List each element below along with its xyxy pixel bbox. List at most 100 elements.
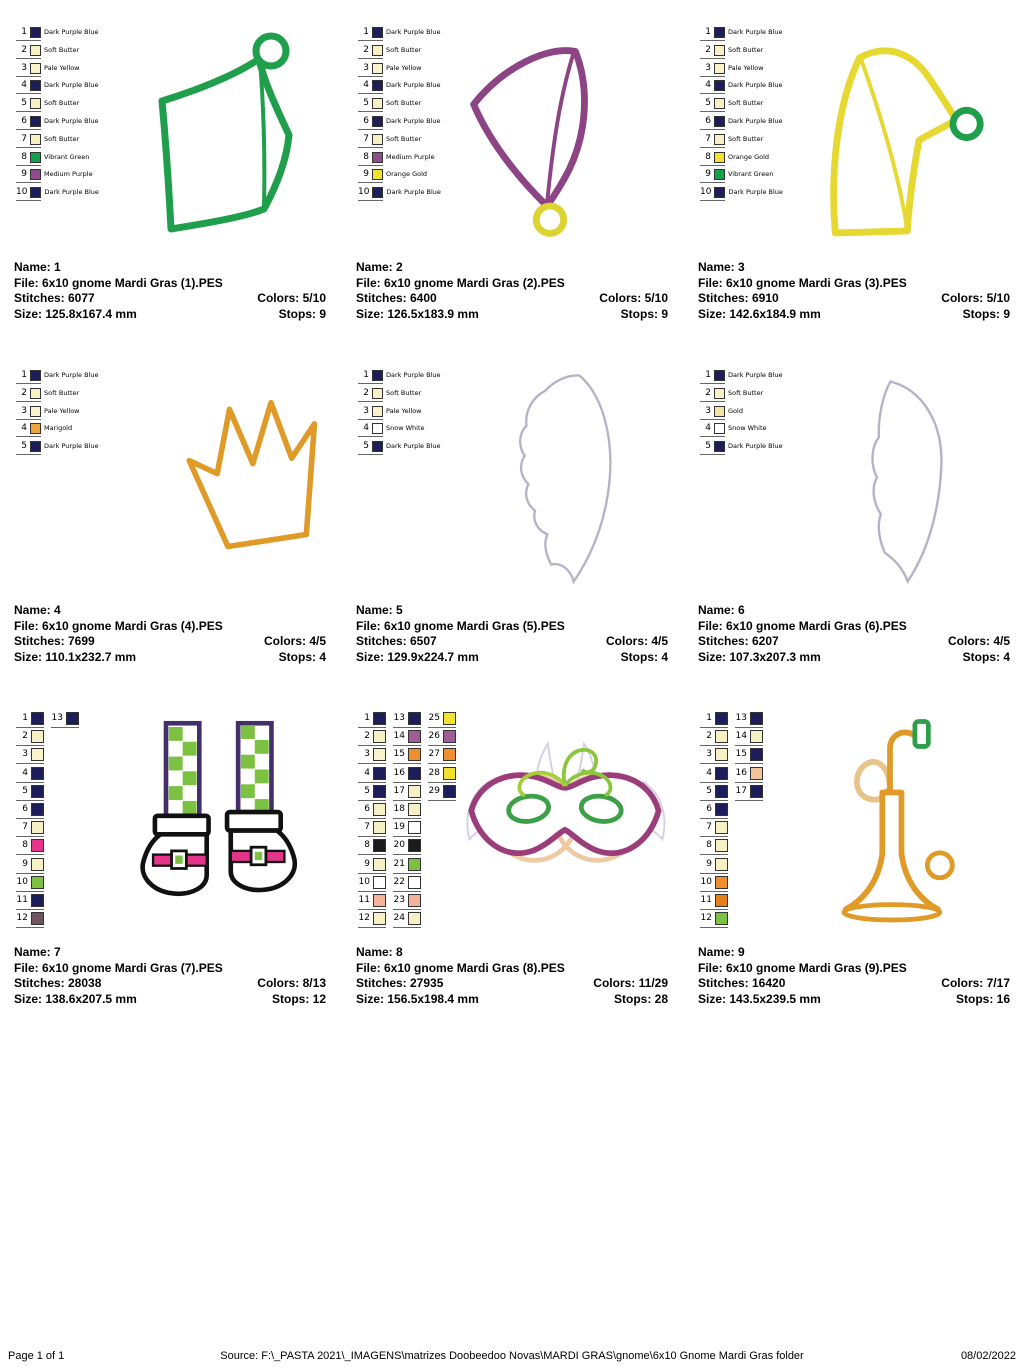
thread-number: 10 bbox=[358, 875, 386, 892]
design-stitches: Stitches: 6507 bbox=[356, 634, 437, 648]
thread-number: 14 bbox=[393, 730, 421, 747]
thread-color-name: Dark Purple Blue bbox=[386, 28, 441, 36]
design-colors: Colors: 4/5 bbox=[263, 634, 326, 648]
design-size: Size: 156.5x198.4 mm bbox=[356, 991, 479, 1006]
design-size: Size: 126.5x183.9 mm bbox=[356, 306, 479, 321]
thread-color-swatch bbox=[714, 187, 726, 199]
crown-icon bbox=[186, 399, 318, 550]
thread-color-name: Dark Purple Blue bbox=[728, 81, 783, 90]
thread-color-name: Soft Butter bbox=[728, 45, 764, 54]
thread-number: 5 bbox=[16, 784, 44, 801]
palette-entry: 9 bbox=[358, 857, 386, 876]
palette-entry: 17 bbox=[735, 784, 763, 803]
thread-color-name: Dark Purple Blue bbox=[44, 442, 99, 451]
design-meta: Name: 1 File: 6x10 gnome Mardi Gras (1).… bbox=[14, 260, 326, 322]
thread-number: 4 bbox=[358, 80, 383, 95]
thread-number: 5 bbox=[700, 784, 728, 801]
thread-color-swatch bbox=[714, 44, 725, 56]
thread-color-swatch bbox=[715, 748, 728, 762]
gnome-hat-yellow-icon bbox=[830, 47, 984, 237]
design-art-mardi-gras-mask bbox=[456, 720, 671, 910]
thread-color-swatch bbox=[373, 730, 386, 744]
design-stops: Stops: 4 bbox=[278, 649, 326, 664]
design-stops: Stops: 9 bbox=[620, 306, 668, 321]
thread-number: 6 bbox=[700, 115, 725, 130]
palette-entry: 8 bbox=[700, 839, 728, 857]
design-size: Size: 125.8x167.4 mm bbox=[14, 306, 137, 321]
design-meta: Name: 9 File: 6x10 gnome Mardi Gras (9).… bbox=[698, 945, 1010, 1007]
palette-entry: 14 bbox=[735, 730, 763, 748]
palette-entry: 1 bbox=[358, 712, 386, 730]
palette-entry: 26 bbox=[428, 730, 456, 748]
design-file: File: 6x10 gnome Mardi Gras (5).PES bbox=[356, 618, 565, 633]
palette-entry: 3 bbox=[700, 748, 728, 766]
thread-number: 16 bbox=[393, 766, 421, 783]
thread-color-name: Dark Purple Blue bbox=[44, 371, 99, 379]
thread-color-swatch bbox=[31, 839, 44, 853]
design-stops: Stops: 9 bbox=[962, 306, 1010, 321]
palette-entry: 18 bbox=[393, 802, 421, 821]
thread-color-name: Soft Butter bbox=[386, 388, 422, 397]
thread-number: 9 bbox=[16, 169, 41, 184]
design-meta: Name: 7 File: 6x10 gnome Mardi Gras (7).… bbox=[14, 945, 326, 1007]
thread-color-swatch bbox=[30, 44, 41, 56]
thread-number: 6 bbox=[16, 802, 44, 819]
palette-entry: 5 bbox=[700, 784, 728, 803]
palette-entry: 11 bbox=[16, 893, 44, 912]
thread-color-swatch bbox=[373, 784, 386, 798]
thread-number: 7 bbox=[358, 133, 383, 148]
thread-color-name: Dark Purple Blue bbox=[386, 81, 441, 90]
thread-color-swatch bbox=[714, 387, 725, 399]
thread-color-name: Pale Yellow bbox=[728, 63, 764, 72]
thread-number: 7 bbox=[16, 821, 44, 838]
design-file: File: 6x10 gnome Mardi Gras (9).PES bbox=[698, 960, 907, 975]
thread-number: 2 bbox=[16, 44, 41, 59]
palette-entry: 15 bbox=[735, 748, 763, 766]
design-name: Name: 2 bbox=[356, 260, 403, 274]
thread-number: 10 bbox=[700, 187, 726, 202]
thread-color-swatch bbox=[31, 748, 44, 762]
trumpet-icon bbox=[841, 719, 955, 923]
palette-entry: 4 bbox=[16, 766, 44, 785]
thread-number: 10 bbox=[358, 187, 384, 202]
palette-entry: 12 bbox=[358, 912, 386, 930]
thread-color-name: Orange Gold bbox=[386, 170, 428, 179]
thread-number: 12 bbox=[358, 912, 386, 929]
design-art-gnome-beard bbox=[491, 368, 631, 590]
thread-number: 10 bbox=[700, 875, 728, 892]
thread-color-swatch bbox=[30, 115, 41, 127]
design-name: Name: 4 bbox=[14, 603, 61, 617]
thread-number: 5 bbox=[358, 441, 383, 456]
thread-color-swatch bbox=[408, 766, 421, 780]
thread-color-swatch bbox=[30, 405, 41, 417]
thread-number: 7 bbox=[700, 133, 725, 148]
palette-entry: 9 bbox=[700, 857, 728, 876]
thread-color-swatch bbox=[408, 712, 421, 725]
thread-number: 12 bbox=[16, 912, 44, 929]
thread-color-name: Snow White bbox=[728, 424, 767, 433]
palette-entry: 7 bbox=[16, 821, 44, 839]
design-colors: Colors: 5/10 bbox=[599, 291, 668, 305]
design-name: Name: 5 bbox=[356, 603, 403, 617]
palette-entry: 5 bbox=[358, 784, 386, 803]
